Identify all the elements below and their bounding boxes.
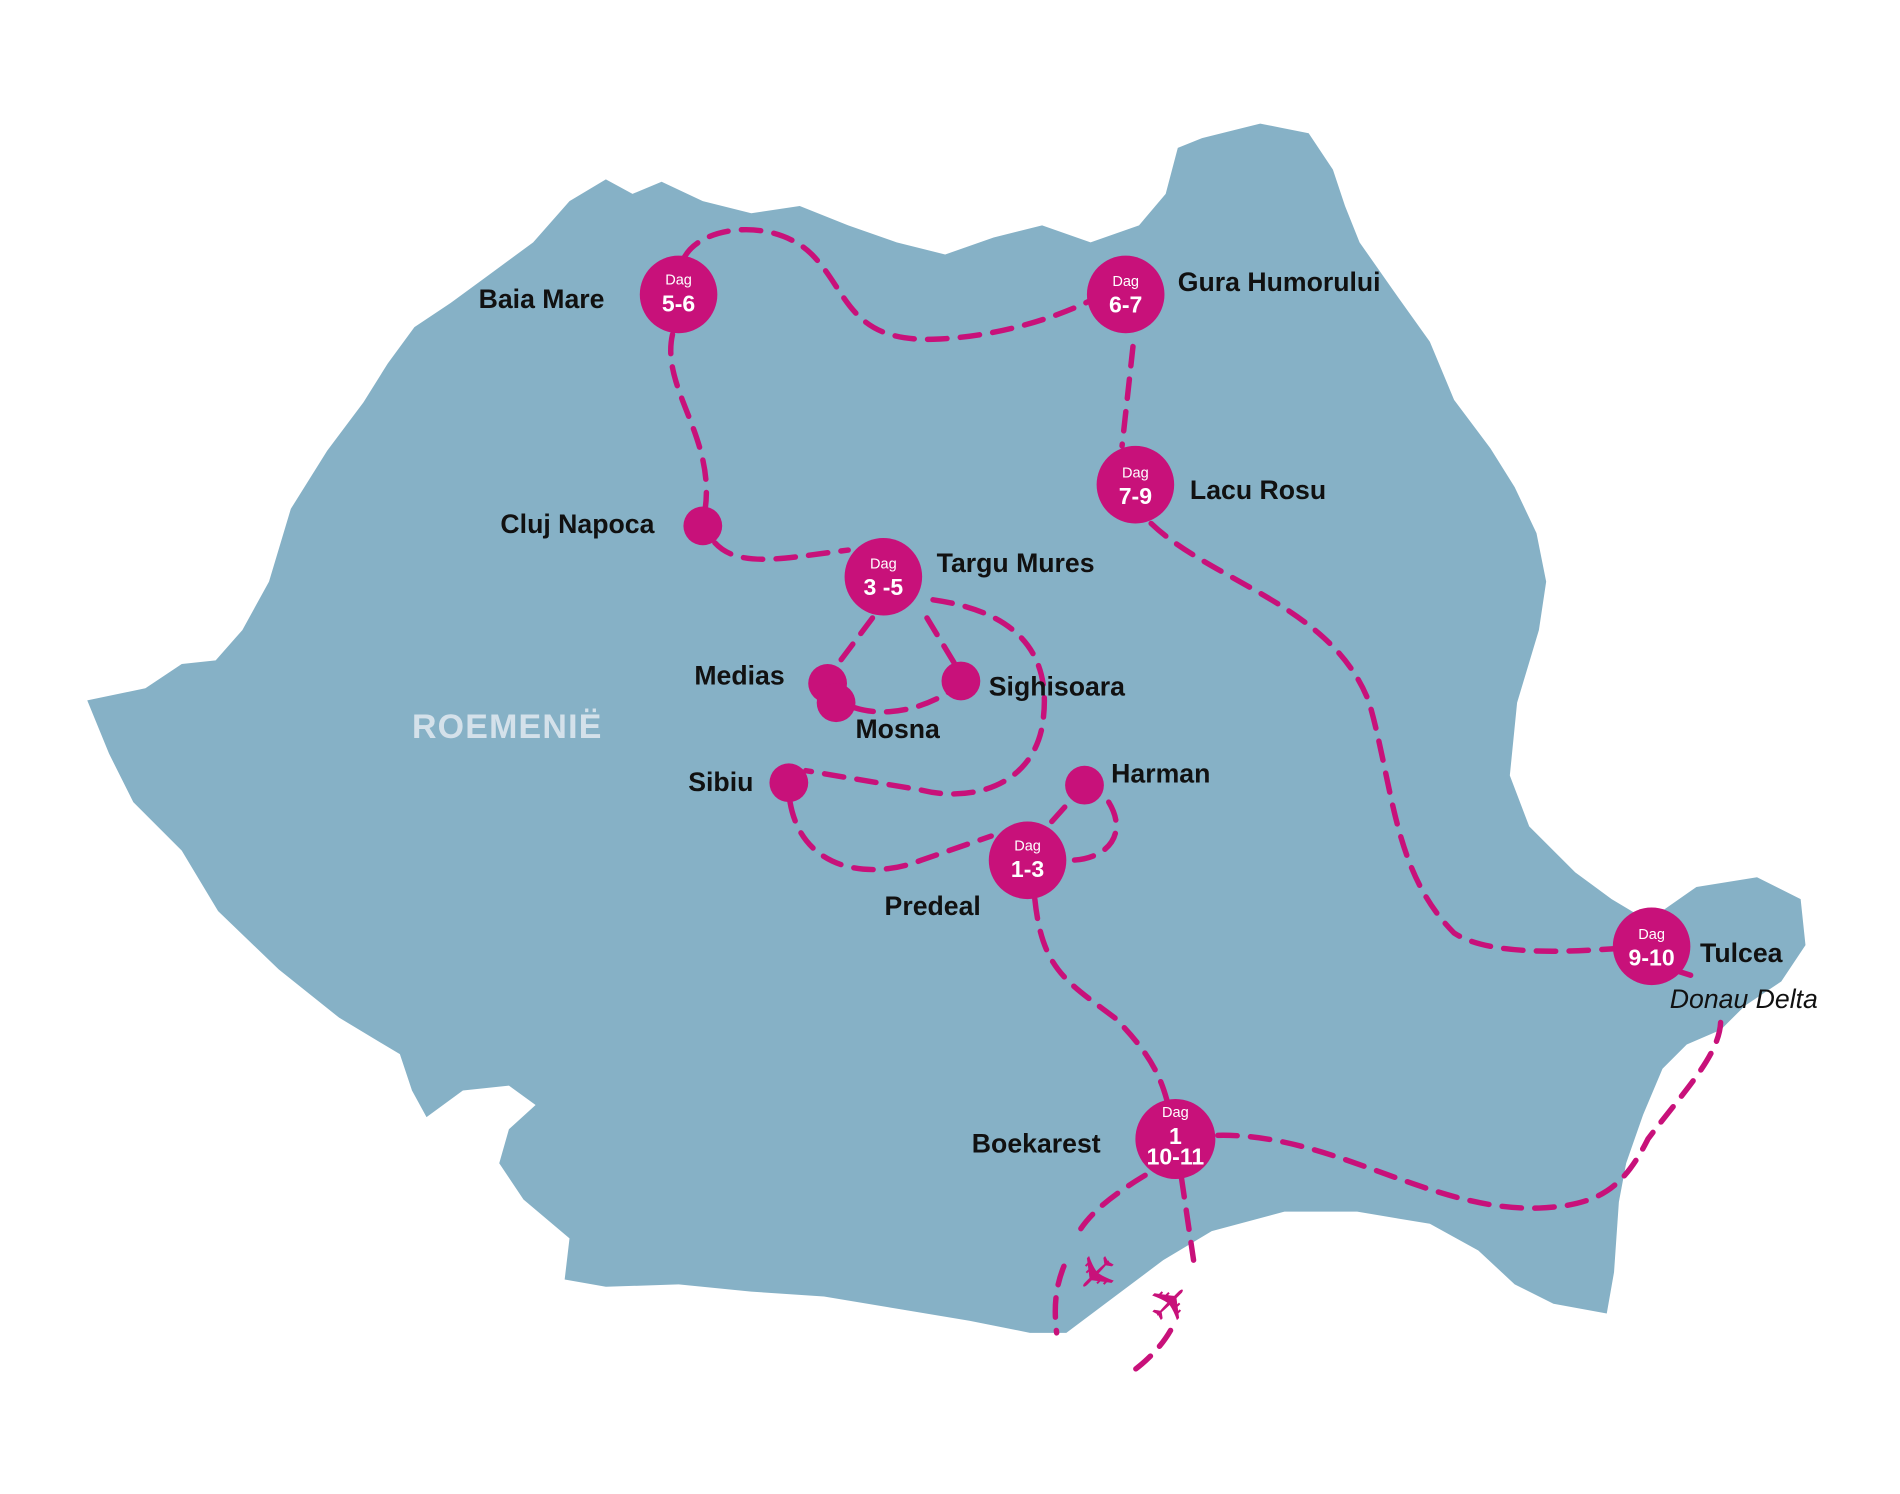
city-label-boekarest: Boekarest xyxy=(972,1128,1101,1158)
day-range: 7-9 xyxy=(1119,483,1152,509)
day-marker-targu-mures[interactable]: Dag 3 -5 xyxy=(844,537,923,616)
route-arrival-in xyxy=(1124,1327,1174,1378)
day-range: 1-3 xyxy=(1011,856,1044,882)
dag-label: Dag xyxy=(665,273,692,289)
city-label-lacu-rosu: Lacu Rosu xyxy=(1190,475,1326,505)
route-gura-lacu-rosu xyxy=(1119,343,1136,449)
route-targu-sighisoara xyxy=(924,615,958,667)
day-marker-boekarest[interactable]: Dag 1 10-11 xyxy=(1135,1098,1216,1179)
route-mosna-sighisoara xyxy=(851,687,954,715)
day-marker-tulcea[interactable]: Dag 9-10 xyxy=(1612,907,1691,986)
route-predeal-harman xyxy=(1049,794,1077,825)
stop-dot-sibiu[interactable] xyxy=(769,763,809,803)
stop-dot-sighisoara[interactable] xyxy=(941,661,981,701)
day-range-return: 10-11 xyxy=(1147,1143,1205,1169)
city-label-sighisoara: Sighisoara xyxy=(989,672,1125,702)
route-cluj-targu-mures xyxy=(712,540,851,562)
romania-land xyxy=(87,123,1806,1333)
route-targu-medias xyxy=(833,615,876,670)
dag-label: Dag xyxy=(870,556,897,572)
day-marker-predeal[interactable]: Dag 1-3 xyxy=(988,821,1067,900)
city-label-harman: Harman xyxy=(1111,759,1210,789)
route-boekarest-departure xyxy=(1078,1172,1148,1232)
day-marker-gura-humorului[interactable]: Dag 6-7 xyxy=(1086,255,1165,334)
route-harman-predeal xyxy=(1066,799,1119,864)
region-label-donau-delta: Donau Delta xyxy=(1670,984,1818,1014)
dag-label: Dag xyxy=(1638,927,1665,943)
route-targu-sibiu-loop xyxy=(803,597,1048,797)
city-label-targu-mures: Targu Mures xyxy=(937,548,1095,578)
city-label-tulcea: Tulcea xyxy=(1700,938,1783,968)
stop-dot-cluj-napoca[interactable] xyxy=(683,506,723,546)
dag-label: Dag xyxy=(1162,1105,1189,1121)
city-label-mosna: Mosna xyxy=(855,714,940,744)
dag-label: Dag xyxy=(1014,839,1041,855)
route-departure-out xyxy=(1052,1263,1067,1336)
day-range: 9-10 xyxy=(1629,945,1675,971)
route-boekarest-delta xyxy=(1215,1017,1724,1211)
city-label-baia-mare: Baia Mare xyxy=(479,284,605,314)
city-label-gura-humorului: Gura Humorului xyxy=(1178,267,1381,297)
day-range: 6-7 xyxy=(1109,292,1142,318)
stop-dot-harman[interactable] xyxy=(1065,765,1104,805)
day-range-arrival: 1 xyxy=(1169,1123,1182,1149)
day-range: 5-6 xyxy=(662,290,695,316)
city-label-medias: Medias xyxy=(694,661,784,691)
route-baia-mare-cluj xyxy=(668,331,710,512)
dag-label: Dag xyxy=(1112,274,1139,290)
route-boekarest-arrival xyxy=(1178,1175,1197,1263)
day-marker-baia-mare[interactable]: Dag 5-6 xyxy=(639,255,718,334)
plane-arrival-icon: ✈ xyxy=(1135,1268,1207,1340)
dag-label: Dag xyxy=(1122,465,1149,481)
route-baia-mare-gura-humorului xyxy=(681,226,1094,343)
day-marker-lacu-rosu[interactable]: Dag 7-9 xyxy=(1096,445,1175,524)
city-label-predeal: Predeal xyxy=(885,891,981,921)
country-label: ROEMENIË xyxy=(412,708,603,746)
route-lacu-rosu-tulcea xyxy=(1148,520,1617,954)
city-label-sibiu: Sibiu xyxy=(688,767,753,797)
city-label-cluj-napoca: Cluj Napoca xyxy=(500,509,654,539)
day-range: 3 -5 xyxy=(864,574,904,600)
route-lines xyxy=(668,226,1724,1378)
stop-dot-mosna[interactable] xyxy=(816,683,856,723)
route-predeal-boekarest xyxy=(1032,896,1170,1103)
